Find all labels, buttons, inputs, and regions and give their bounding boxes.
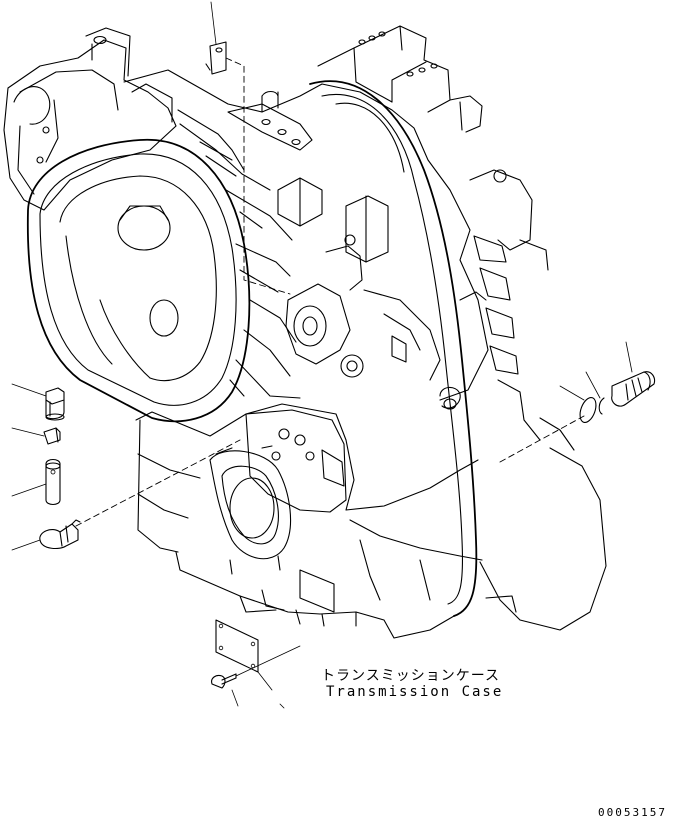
centre-boss [285, 245, 441, 381]
bell-housing-flange [26, 138, 251, 423]
right-side-housing [469, 169, 549, 441]
rear-cover-gasket [309, 80, 487, 617]
leader-lines [11, 1, 633, 709]
lower-case [135, 403, 607, 639]
drain-plug [611, 371, 656, 407]
screw-guide-line [235, 645, 301, 677]
caption-japanese: トランスミッションケース [321, 668, 501, 684]
nameplate [215, 619, 259, 673]
left-mounting-bracket [3, 27, 177, 211]
sensor-part-2 [43, 427, 61, 445]
assembly-dashed-lines [75, 57, 585, 527]
caption-english: Transmission Case [326, 684, 504, 700]
right-mounting-bracket [317, 25, 483, 133]
sensor-part-3 [45, 458, 61, 506]
sensor-part-4 [39, 519, 81, 550]
snap-ring [598, 397, 605, 415]
o-ring [579, 397, 597, 423]
drawing-number: 00053157 [598, 806, 667, 819]
nameplate-screw [211, 673, 237, 689]
sensor-part-1 [45, 387, 65, 421]
main-housing-body [123, 41, 489, 401]
